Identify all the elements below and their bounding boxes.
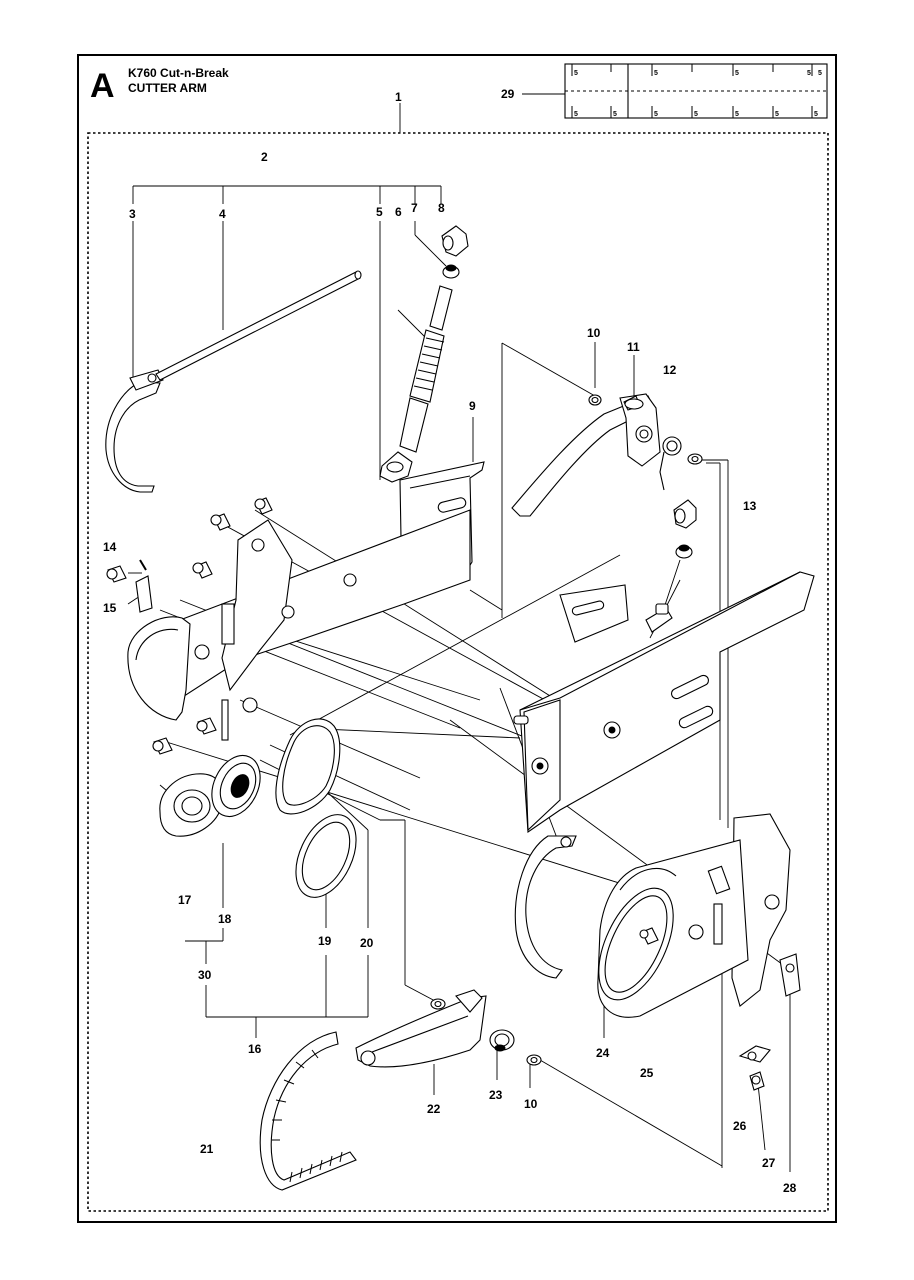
ruler-number: 5: [613, 111, 617, 118]
assembly-title: CUTTER ARM: [128, 81, 207, 95]
screw-part: [639, 927, 659, 945]
callout-1: 1: [395, 90, 402, 104]
o-ring-part: [588, 394, 602, 406]
callout-5: 5: [376, 205, 383, 219]
callout-15: 15: [103, 601, 117, 615]
pin-part: [139, 559, 147, 571]
callout-7: 7: [411, 201, 418, 215]
washer-part: [624, 398, 644, 410]
ruler-number: 5: [574, 70, 578, 77]
callout-13: 13: [743, 499, 757, 513]
callout-29: 29: [501, 87, 515, 101]
tensioner-nut-part: [379, 451, 413, 483]
callout-28: 28: [783, 1181, 797, 1195]
lever-arm-part: [511, 393, 661, 517]
screw-part: [210, 513, 231, 531]
callout-4: 4: [219, 207, 226, 221]
screw-part: [749, 1071, 765, 1091]
screw-part: [152, 737, 173, 755]
screw-part: [254, 497, 273, 515]
nut-part: [675, 544, 693, 559]
spring-part: [489, 1029, 515, 1052]
ruler-decal: 5 5 5 5 5 5 5 5 5 5 5 5: [564, 63, 828, 119]
bracket-part: [738, 1045, 771, 1063]
callout-11: 11: [627, 340, 640, 354]
callout-22: 22: [427, 1102, 441, 1116]
callout-24: 24: [596, 1046, 610, 1060]
clip-part: [135, 575, 153, 613]
ruler-number: 5: [574, 111, 578, 118]
knob-part: [673, 499, 697, 529]
callout-3: 3: [129, 207, 136, 221]
callout-25: 25: [640, 1066, 654, 1080]
drive-belt-part: [259, 1031, 357, 1191]
callout-16: 16: [248, 1042, 262, 1056]
callout-19: 19: [318, 934, 332, 948]
callout-2: 2: [261, 150, 268, 164]
callout-6: 6: [395, 205, 402, 219]
nut-part: [442, 264, 460, 279]
callout-18: 18: [218, 912, 232, 926]
callout-30: 30: [198, 968, 212, 982]
o-ring-part: [687, 453, 703, 465]
screw-part: [192, 561, 213, 579]
callout-8: 8: [438, 201, 445, 215]
ruler-number: 5: [735, 70, 739, 77]
ruler-number: 5: [735, 111, 739, 118]
callout-27: 27: [762, 1156, 776, 1170]
belt-guard-part: [514, 835, 577, 979]
cutter-arm-part: [513, 571, 815, 834]
rod-part: [155, 270, 362, 381]
tensioner-bolt-part: [645, 603, 673, 633]
callout-12: 12: [663, 363, 677, 377]
callout-10b: 10: [524, 1097, 538, 1111]
callout-26: 26: [733, 1119, 747, 1133]
lower-lever-arm-part: [355, 989, 487, 1068]
ruler-number: 5: [654, 70, 658, 77]
callout-17: 17: [178, 893, 192, 907]
model-title: K760 Cut-n-Break: [128, 66, 229, 80]
callout-14: 14: [103, 540, 117, 554]
left-cover-part: [127, 509, 471, 741]
latch-part: [779, 953, 801, 997]
o-ring-part: [526, 1054, 542, 1066]
tensioner-spring-part: [399, 285, 453, 453]
spring-part: [659, 436, 682, 491]
ruler-number: 5: [775, 111, 779, 118]
belt-guard-part: [105, 369, 164, 493]
ruler-number: 5: [814, 111, 818, 118]
o-ring-part: [430, 998, 446, 1010]
ring-part: [295, 814, 357, 898]
knob-part: [441, 225, 469, 257]
callout-20: 20: [360, 936, 374, 950]
page-frame: [77, 54, 837, 1223]
ruler-number: 5: [807, 70, 811, 77]
callout-9: 9: [469, 399, 476, 413]
ruler-number: 5: [818, 70, 822, 77]
section-letter: A: [90, 67, 115, 105]
callout-labels: 1 2 3 4 5 6 7 8 9 10 11 12 13 14 15 16 1…: [103, 87, 797, 1195]
callout-10: 10: [587, 326, 601, 340]
bearing-part: [211, 754, 261, 818]
assembly-boundary: [87, 132, 829, 1212]
ruler-number: 5: [694, 111, 698, 118]
screw-part: [196, 717, 217, 735]
outer-cover-part: [597, 813, 791, 1018]
screw-part: [106, 565, 127, 583]
callout-23: 23: [489, 1088, 503, 1102]
belt-loop-part: [275, 718, 341, 815]
callout-21: 21: [200, 1142, 214, 1156]
ruler-number: 5: [654, 111, 658, 118]
